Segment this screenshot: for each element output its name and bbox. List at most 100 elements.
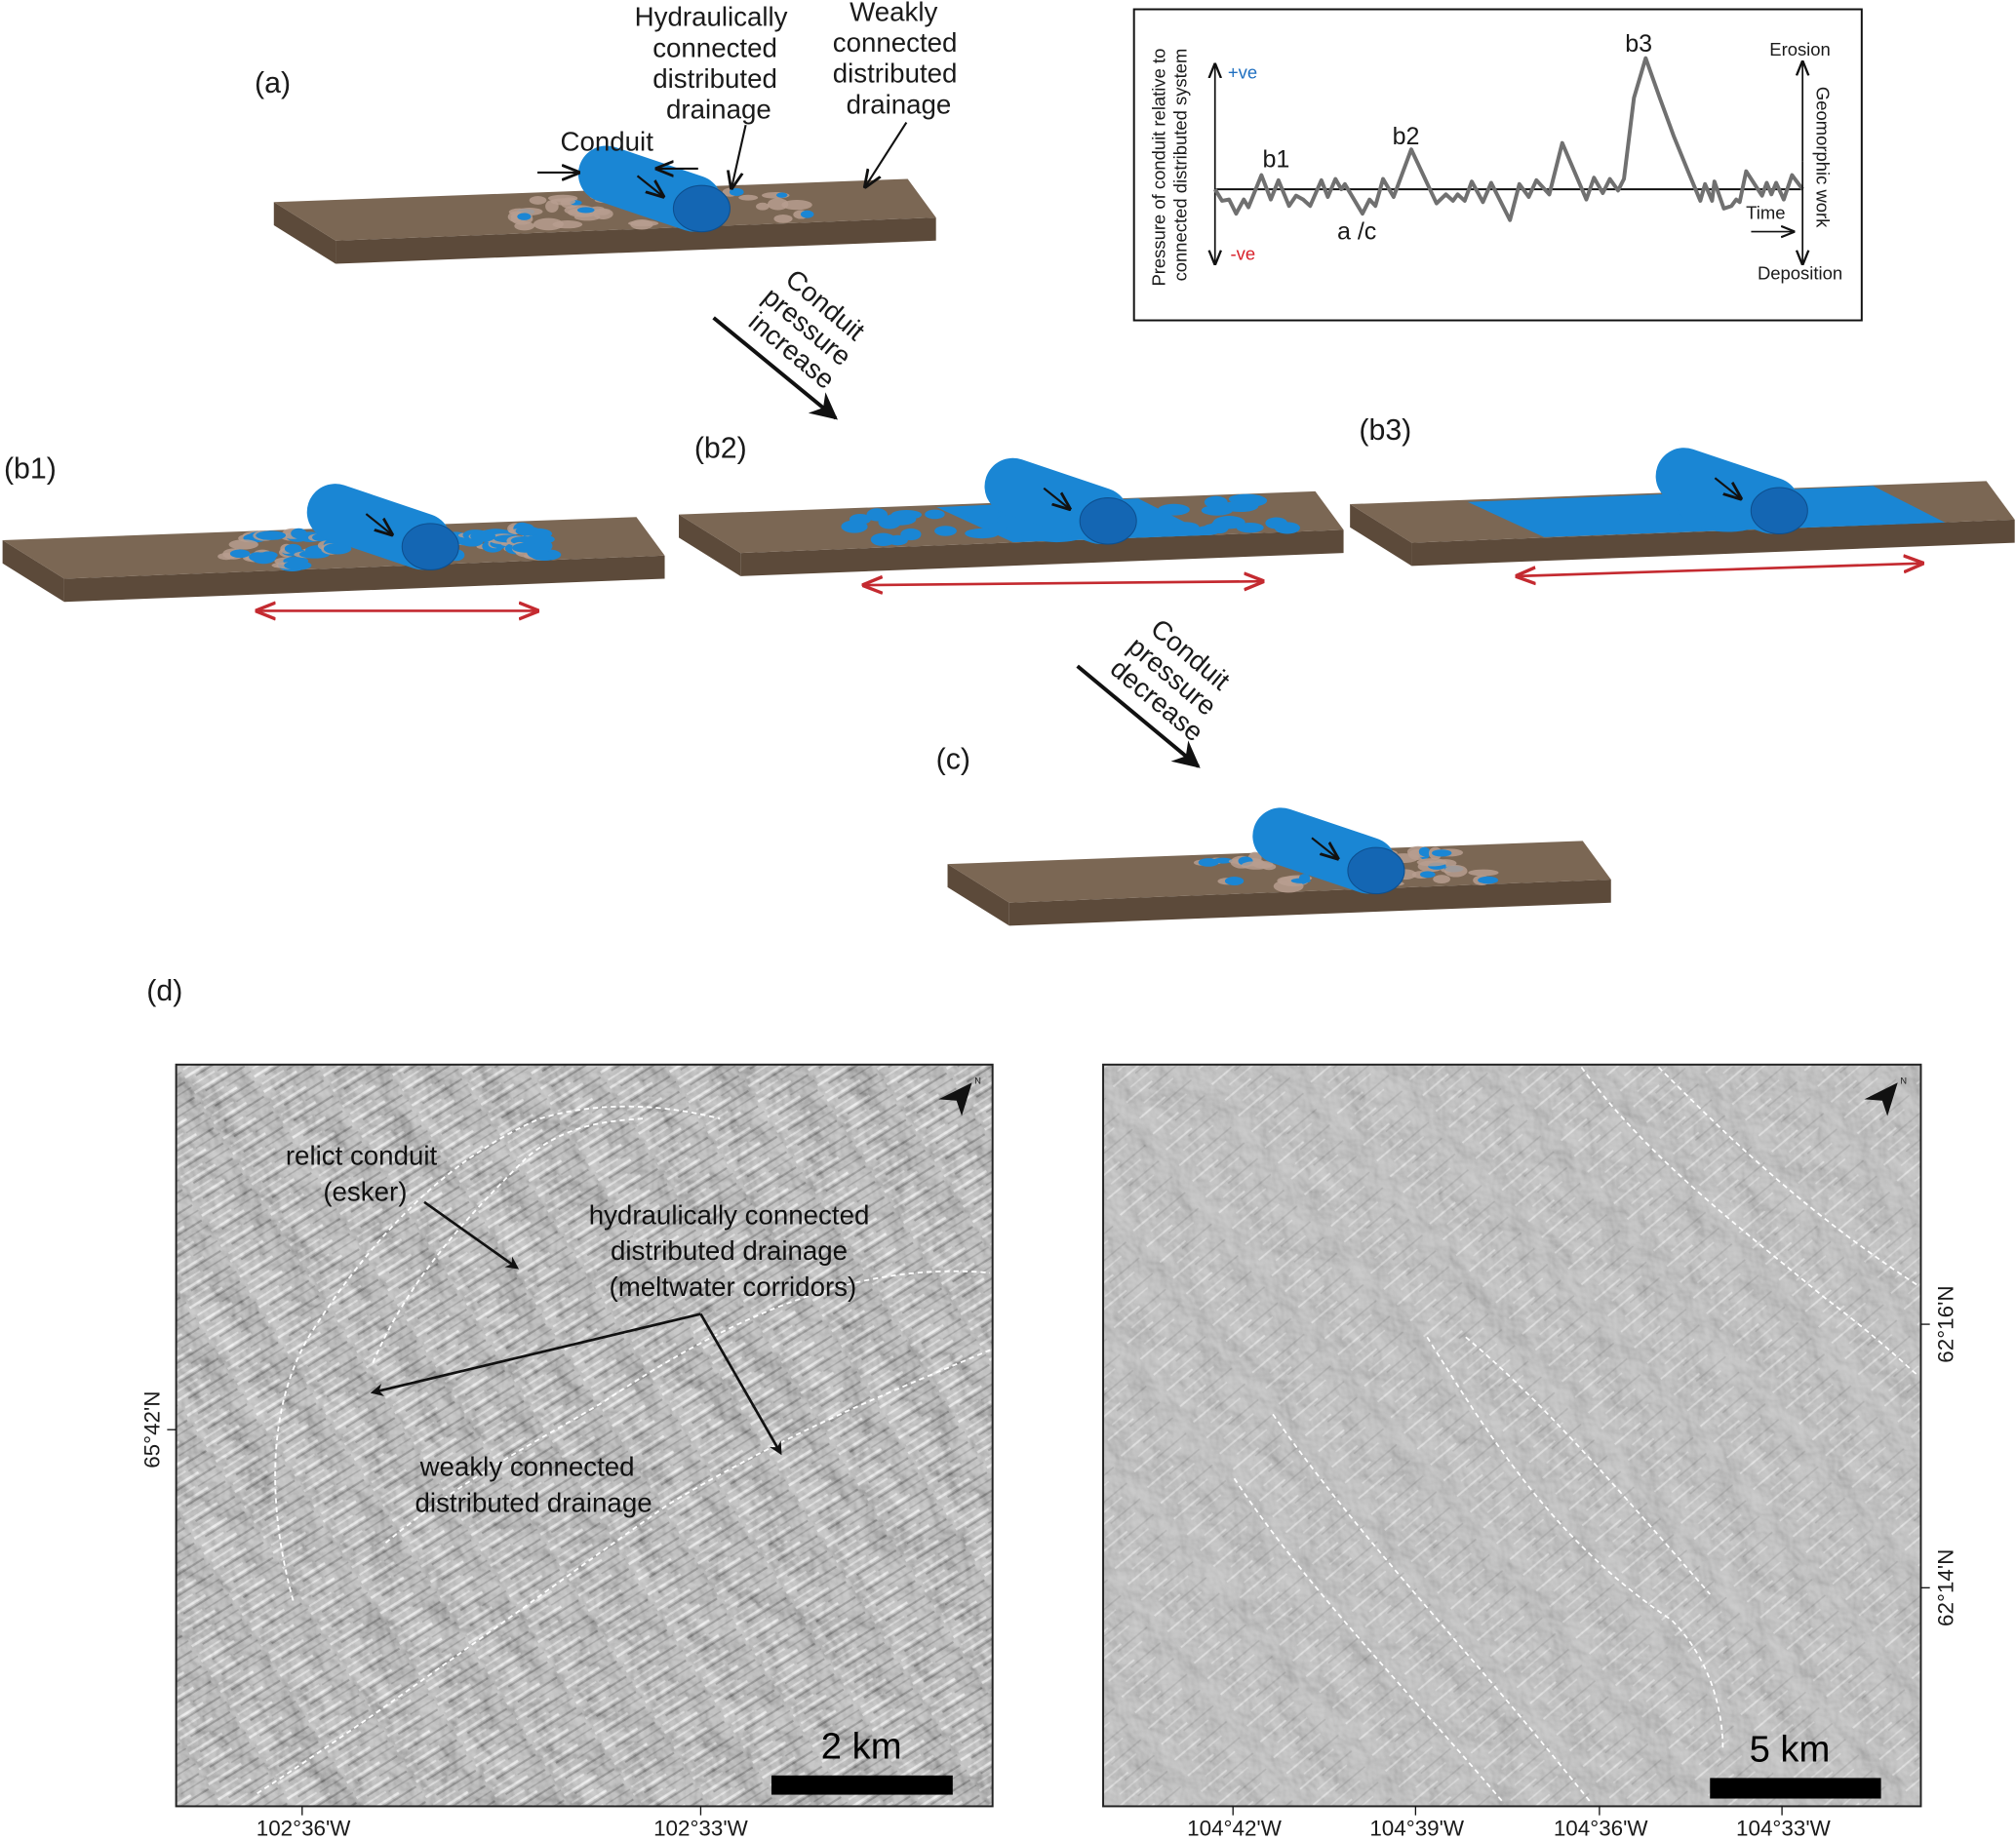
water-pocket (849, 514, 871, 525)
north-label: N (1900, 1077, 1907, 1086)
panel-label-b2: (b2) (694, 433, 747, 465)
water-pocket (776, 192, 788, 198)
x-tick: 104°36'W (1554, 1817, 1649, 1840)
arrow-icon (731, 124, 747, 188)
deposition-label: Deposition (1758, 262, 1842, 283)
water-pocket (284, 543, 302, 554)
esker-label: relict conduit (esker) (286, 1141, 445, 1207)
block-c (947, 807, 1611, 926)
water-pocket (576, 207, 595, 214)
water-pocket (1198, 858, 1219, 867)
north-arrow-icon (1864, 1082, 1898, 1116)
water-pocket (249, 552, 266, 562)
x-tick: 102°36'W (257, 1817, 352, 1840)
pressure-increase-arrow: Conduit pressure increase (712, 259, 882, 420)
block-b1 (2, 484, 665, 603)
water-pocket (470, 530, 496, 542)
water-pocket (291, 528, 307, 539)
y-tick: 62°16'N (1933, 1285, 1957, 1362)
water-pocket (517, 213, 532, 220)
water-pocket (511, 542, 540, 553)
scale-label: 5 km (1750, 1728, 1831, 1770)
positive-label: +ve (1228, 62, 1257, 83)
water-pocket (1265, 517, 1288, 529)
peak-b1-label: b1 (1263, 146, 1290, 174)
arrow-icon (712, 316, 838, 420)
flow-arrow-icon (1311, 837, 1337, 858)
water-pocket (1478, 876, 1499, 884)
water-pocket (866, 508, 889, 522)
map-left: relict conduit (esker) hydraulically con… (139, 1063, 994, 1840)
water-pocket (229, 549, 251, 559)
scale-bar (771, 1775, 953, 1795)
flow-arrow-icon (1043, 487, 1069, 509)
peak-b3-label: b3 (1625, 30, 1652, 58)
extent-arrow-b3 (1518, 564, 1922, 576)
water-pocket (965, 528, 1000, 539)
flow-arrow-icon (1714, 477, 1740, 498)
water-pocket (1169, 522, 1200, 532)
water-pocket (729, 187, 744, 196)
water-pocket (1201, 505, 1233, 516)
panel-label-a: (a) (255, 67, 291, 99)
water-pocket (1432, 849, 1452, 857)
pressure-decrease-arrow: Conduit pressure decrease (1076, 609, 1246, 768)
water-pocket (934, 526, 957, 536)
north-arrow-icon (938, 1082, 972, 1116)
x-tick: 104°42'W (1187, 1817, 1283, 1840)
arrow-icon (865, 121, 908, 187)
water-pocket (1419, 871, 1436, 879)
panel-label-b3: (b3) (1359, 414, 1411, 447)
svg-text:Conduit pressure d: Conduit pressure decrease (1104, 609, 1246, 748)
x-tick: 102°33'W (653, 1817, 749, 1840)
water-pocket (1158, 503, 1190, 516)
water-pocket (1204, 495, 1228, 509)
water-pocket (1290, 878, 1311, 883)
block-b3 (1350, 448, 2015, 567)
y-tick: 65°42'N (139, 1391, 164, 1468)
svg-text:Conduit pressure i: Conduit pressure increase (739, 259, 882, 398)
pressure-series-line (1213, 56, 1804, 222)
water-pocket (1145, 525, 1175, 535)
water-pocket (883, 513, 917, 526)
north-label: N (974, 1077, 981, 1086)
map-right: N 5 km 104°42'W 104°39'W 104°36'W 104°33… (1102, 1063, 1957, 1840)
x-tick: 104°39'W (1369, 1817, 1465, 1840)
water-pocket (1212, 516, 1245, 529)
water-pocket (284, 561, 312, 570)
water-pocket (1224, 877, 1245, 885)
water-pocket (887, 534, 908, 546)
water-pocket (256, 530, 287, 540)
water-pocket (323, 542, 352, 555)
block-diagrams (2, 145, 2015, 926)
scale-bar (1710, 1778, 1881, 1799)
geomorphic-work-label: Geomorphic work (1813, 87, 1834, 228)
conduit-label: Conduit (561, 127, 654, 157)
water-pocket (971, 507, 991, 519)
flow-arrow-icon (365, 513, 391, 534)
water-pocket (925, 509, 945, 520)
water-pocket (800, 210, 814, 218)
water-pocket (298, 550, 331, 559)
flow-arrow-icon (636, 175, 663, 196)
water-pocket (515, 526, 540, 536)
weak-drainage-label: weakly connected distributed drainage (415, 1452, 652, 1518)
block-a (273, 145, 936, 264)
baseline-ac-label: a /c (1337, 217, 1376, 245)
panel-a-annotations: Conduit Hydraulically connected distribu… (537, 0, 965, 188)
arrow-icon (1076, 664, 1201, 768)
block-b2 (679, 457, 1344, 576)
negative-label: -ve (1231, 244, 1256, 264)
pressure-inset-chart: Pressure of conduit relative to connecte… (1132, 8, 1863, 322)
panel-label-d: (d) (146, 975, 182, 1007)
x-tick: 104°33'W (1736, 1817, 1832, 1840)
peak-b2-label: b2 (1393, 123, 1420, 150)
panel-label-b1: (b1) (4, 453, 57, 486)
scale-label: 2 km (821, 1726, 902, 1768)
water-pocket (1418, 846, 1431, 857)
corridor-label: hydraulically connected distributed drai… (589, 1199, 877, 1302)
panel-label-c: (c) (936, 744, 970, 776)
hydraulic-label: Hydraulically connected distributed drai… (635, 2, 796, 125)
weak-label: Weakly connected distributed drainage (833, 0, 965, 119)
